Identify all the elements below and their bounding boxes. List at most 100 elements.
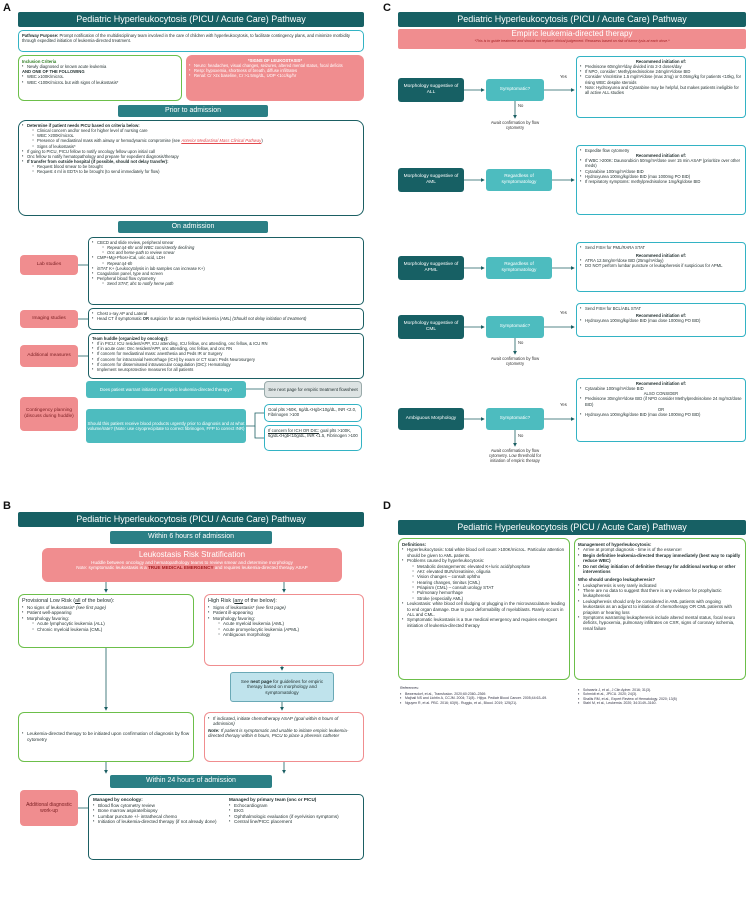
rec-item: Expedite flow cytometry (580, 148, 742, 153)
workup-box: Managed by oncology: Blood flow cytometr… (88, 794, 364, 860)
leukapheresis-item: Symptoms warranting leukapheresis includ… (578, 615, 742, 631)
prior-to-admission-band: Prior to admission (118, 105, 268, 117)
lab-item: CBCD and slide review, peripheral smear (92, 240, 360, 245)
await-ambiguous: Await confirmation by flow cytometry. Lo… (488, 448, 542, 464)
definition-subitem: Pulmonary hemorrhage (412, 590, 566, 595)
risk-line2: Note: symptomatic leukostasis is a TRUE … (76, 565, 308, 571)
high-risk-result: If indicated, initiate chemotherapy ASAP… (208, 716, 360, 727)
high-risk-subitem: Acute myeloid leukemia (AML) (218, 621, 360, 626)
prior-subitem: Signs of leukostasis* (32, 144, 360, 149)
references-block: References: Bewersdorf, et al., Transfus… (400, 686, 746, 726)
low-risk-box: Provisional Low Risk (all of the below):… (18, 594, 194, 648)
morphology-ambiguous: Ambiguous Morphology (398, 408, 464, 430)
rec-item: Prednisone 60mg/m²/day divided into 2-3 … (580, 64, 742, 69)
prior-item: Onc fellow to notify hematopathology and… (22, 154, 360, 159)
signs-item: Neuro: headaches, visual changes, seizur… (189, 63, 361, 68)
huddle-title: Team huddle (organized by oncology): (92, 336, 169, 341)
decision-aml: Regardless of symptomatology (486, 169, 552, 191)
rec-item: Prednisone 30mg/m²/dose BID (if NPO cons… (580, 396, 742, 406)
recommendation-ambiguous: Recommend initiation of: Cytarabine 100m… (576, 378, 746, 442)
panel-b-label: B (3, 500, 11, 512)
recommendation-cml: Send FISH for BCL/ABL STAT Recommend ini… (576, 303, 746, 337)
reference-item: Nguyen R, et al. PBC. 2016; 63(9).. Rugg… (400, 701, 568, 706)
rec-item: Hydroxyurea 100mg/kg/dose BID (max dose … (580, 412, 742, 417)
empiric-therapy-answer[interactable]: See next page for empiric treatment flow… (264, 381, 362, 398)
rec-item: If respiratory symptoms: methylprednisol… (580, 179, 742, 184)
lab-item: Peripheral blood flow cytometry (92, 276, 360, 281)
definition-subitem: AKI: elevated BUN/creatinine, oliguria (412, 569, 566, 574)
morphology-aml: Morphology suggestive of AML (398, 168, 464, 192)
empiric-therapy-question: Does patient warrant initiation of empir… (86, 381, 246, 398)
references-right: Schwartz J, et al., J Clin Apher. 2016; … (578, 688, 746, 706)
high-risk-result-box: If indicated, initiate chemotherapy ASAP… (204, 712, 364, 762)
huddle-item: If concern for disseminated intravascula… (92, 362, 360, 367)
rec-item: If NPO, consider: Methylprednisolone 24m… (580, 69, 742, 74)
oncology-item: Initiation of leukemia-directed therapy … (93, 819, 225, 825)
high-risk-item: Signs of leukostasis* (see first page) (208, 605, 360, 610)
primary-team-column: Managed by primary team (onc or PICU) Ec… (229, 797, 361, 825)
prior-subitem: Request blood smear to be brought (32, 164, 360, 169)
purpose-label: Pathway Purpose: (22, 33, 59, 38)
oncology-item: Bone marrow aspirate/biopsy (93, 808, 225, 814)
panel-d-label: D (383, 500, 391, 512)
goal-ich-dic-box: If concern for ICH OR DIC: goal plts >10… (264, 425, 362, 451)
high-risk-item: Patient ill-appearing (208, 610, 360, 615)
low-risk-title: Provisional Low Risk (all of the below): (22, 598, 115, 604)
rec-or: OR (657, 406, 665, 412)
rec-item: Hydroxyurea 100mg/kg/dose BID (max 1000m… (580, 174, 742, 179)
risk-line1: Huddle between oncology and hematopathol… (91, 559, 293, 565)
management-item: Arrive at prompt diagnosis - time is of … (578, 547, 742, 552)
high-risk-title: High Risk (any of the below): (208, 598, 277, 604)
high-risk-box: High Risk (any of the below): Signs of l… (204, 594, 364, 666)
pathway-purpose-box: Pathway Purpose: Prompt notification of … (18, 30, 364, 52)
imaging-studies-box: Chest x-ray AP and Lateral Head CT if sy… (88, 308, 364, 330)
mediastinal-mass-link[interactable]: Anterior Mediastinal Mass Clinical Pathw… (181, 138, 262, 144)
prior-item: If going to PICU, PICU fellow to notify … (22, 149, 360, 154)
prior-to-admission-box: Determine if patient needs PICU based on… (18, 120, 364, 216)
rec-heading: Recommend initiation of: (635, 153, 687, 159)
oncology-item: Lumbar puncture +/- intrathecal chemo (93, 814, 225, 820)
oncology-column: Managed by oncology: Blood flow cytometr… (93, 797, 225, 825)
signs-item: Resp: hypoxemia, shortness of breath, di… (189, 68, 361, 73)
primary-team-title: Managed by primary team (onc or PICU) (229, 797, 317, 802)
panel-d-title: Pediatric Hyperleukocytosis (PICU / Acut… (398, 520, 746, 535)
within-6-hours-band: Within 6 hours of admission (110, 531, 272, 544)
reference-item: Majhail NS and Lichtin A, CCJM. 2004; 71… (400, 696, 568, 701)
decision-cml: Symptomatic? (486, 316, 544, 338)
prior-subitem: Request 4 ml in EDTA to be brought (to s… (32, 169, 360, 174)
panel-c-label: C (383, 2, 391, 14)
rec-item: Cytarabine 100mg/m²/dose BID (580, 386, 742, 391)
imaging-item: Head CT if symptomatic OR suspicion for … (92, 316, 360, 321)
lab-studies-box: CBCD and slide review, peripheral smear … (88, 237, 364, 305)
see-next-page-box[interactable]: See next page for guidelines for empiric… (230, 672, 334, 702)
morphology-all: Morphology suggestive of ALL (398, 78, 464, 102)
inclusion-item: WBC ≥100K/microL (22, 74, 178, 79)
risk-title: Leukostasis Risk Stratification (138, 550, 246, 559)
rec-heading: Recommend initiation of: (635, 59, 687, 64)
inclusion-criteria-box: Inclusion Criteria Newly diagnosed or kn… (18, 55, 182, 101)
imaging-studies-label: Imaging studies (20, 310, 78, 328)
rec-also-consider: ALSO CONSIDER (643, 391, 679, 397)
definition-item: Symptomatic leukostasis is a true medica… (402, 617, 566, 628)
empiric-therapy-header: Empiric leukemia-directed therapy *This … (398, 29, 746, 49)
risk-stratification-box: Leukostasis Risk Stratification Huddle b… (42, 548, 342, 582)
yes-label-ambiguous: Yes (560, 402, 567, 407)
management-title: Management of hyperleukocytosis: (578, 542, 652, 547)
definitions-title: Definitions: (402, 542, 427, 547)
management-item: Begin definitive leukemia-directed thera… (578, 553, 742, 564)
no-label-cml: No (518, 340, 524, 345)
contingency-planning-label: Contingency planning (discuss during hud… (20, 397, 78, 431)
definition-subitem: Stroke (especially AML) (412, 596, 566, 601)
prior-subitem: Presence of mediastinal mass with airway… (32, 138, 360, 143)
low-risk-subitem: Acute lymphocytic leukemia (ALL) (32, 621, 190, 626)
lab-studies-label: Lab studies (20, 255, 78, 275)
primary-team-item: EKG (229, 808, 361, 814)
huddle-item: If in PICU: ICU resident/APP, ICU attend… (92, 341, 360, 346)
await-all: Await confirmation by flow cytometry (490, 120, 540, 131)
blood-products-question: Should this patient receive blood produc… (86, 409, 246, 443)
lab-item: Coagulation panel, type and screen (92, 271, 360, 276)
within-24-hours-band: Within 24 hours of admission (110, 775, 272, 788)
yes-label-all: Yes (560, 74, 567, 79)
primary-team-item: Echocardiogram (229, 803, 361, 809)
leukapheresis-item: There are no data to suggest that there … (578, 588, 742, 599)
